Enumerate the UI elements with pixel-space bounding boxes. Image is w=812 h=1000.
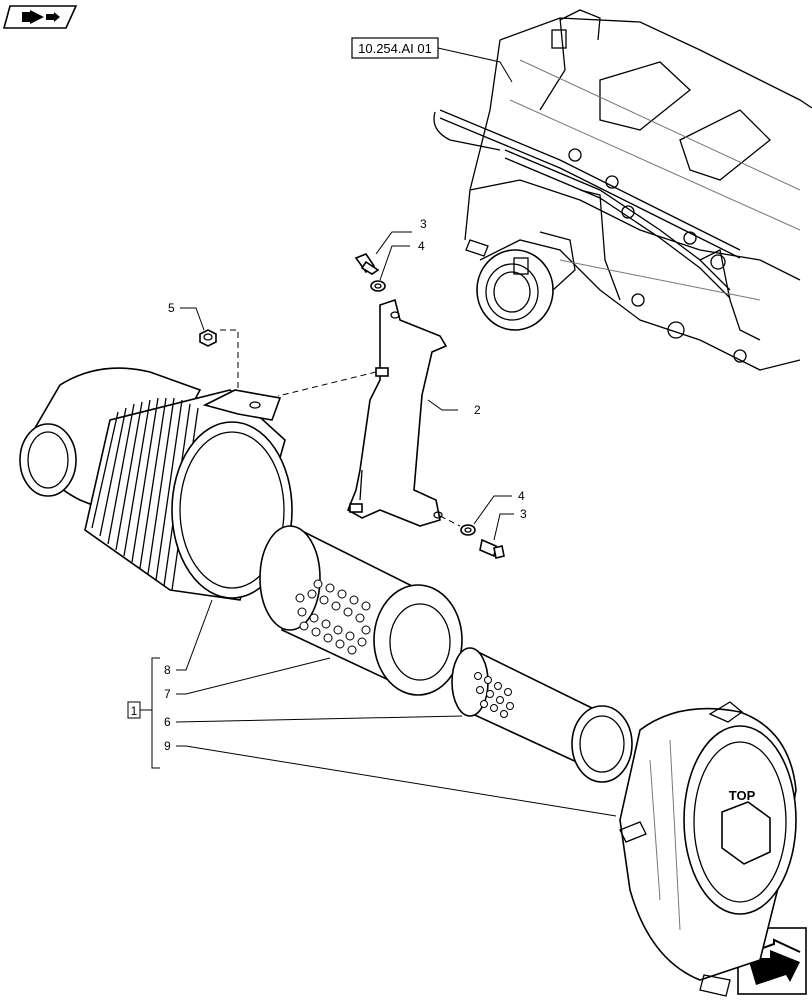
engine-assembly: [433, 9, 812, 371]
callout-labels: 1 2 3 4 5 4 3 8 7 6 9: [127, 217, 527, 753]
reference-label-text: 10.254.AI 01: [358, 41, 432, 56]
safety-filter: [451, 647, 633, 783]
bolt-top: [354, 253, 380, 275]
washer-top: [370, 280, 386, 292]
primary-filter: [259, 525, 463, 696]
callout-3-top: 3: [420, 217, 427, 231]
bolt-lower: [479, 538, 505, 559]
callout-1-box: [127, 701, 141, 719]
callout-8: 8: [164, 663, 171, 677]
air-cleaner-cover: TOP: [619, 701, 797, 997]
washer-lower: [460, 524, 476, 536]
callout-7: 7: [164, 687, 171, 701]
reference-leader-line: [437, 47, 513, 83]
cover-top-marking: TOP: [729, 788, 756, 803]
filter-perforations: [295, 579, 371, 655]
air-cleaner-housing: [19, 367, 293, 601]
callout-6: 6: [164, 715, 171, 729]
mounting-bracket: [346, 298, 448, 527]
callout-4-lower: 4: [518, 489, 525, 503]
callout-2: 2: [474, 403, 481, 417]
callout-4-top: 4: [418, 239, 425, 253]
callout-5: 5: [168, 301, 175, 315]
callout-leaders: [138, 231, 617, 817]
callout-9: 9: [164, 739, 171, 753]
reference-label: 10.254.AI 01: [351, 37, 439, 59]
back-arrow-icon[interactable]: [2, 5, 78, 29]
callout-1: 1: [131, 704, 138, 718]
callout-3-lower: 3: [520, 507, 527, 521]
nut: [199, 329, 217, 347]
